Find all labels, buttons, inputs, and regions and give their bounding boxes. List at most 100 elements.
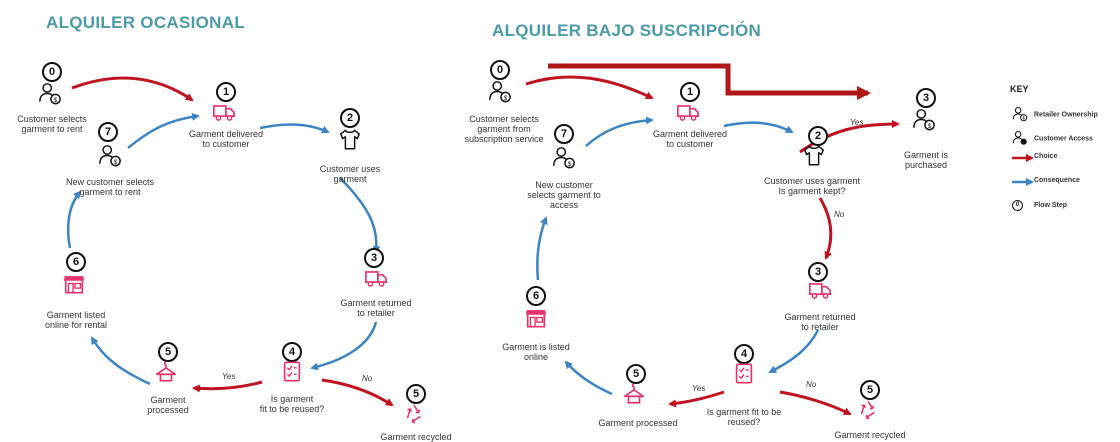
arrow-r-7-1 (585, 116, 654, 147)
key-item-choice-arrow-icon: Choice (1012, 153, 1057, 160)
consequence-arrow-icon (1012, 177, 1034, 184)
label-line: purchased (904, 160, 948, 170)
svg-text:$: $ (928, 123, 932, 130)
customer-access-icon (1012, 130, 1034, 148)
label-line: Garment (150, 395, 186, 405)
yes-label: Yes (692, 384, 706, 393)
retailer-ownership-icon: $ (1012, 106, 1034, 124)
svg-text:$: $ (114, 159, 118, 166)
delivery-truck-icon (676, 100, 700, 129)
arrow-r-6-7 (536, 216, 548, 281)
recycle-icon (856, 398, 880, 427)
key-item-label: Consequence (1034, 177, 1080, 184)
hanger-icon (622, 382, 646, 411)
flow-step-badge: 0 (1012, 200, 1034, 211)
no-label: No (834, 210, 845, 219)
left-step-2-badge: 2 (340, 108, 360, 128)
label-line: Garment recycled (380, 432, 452, 442)
key-title: KEY (1010, 84, 1029, 94)
right-step-5-badge: 5 (626, 364, 646, 384)
label-line: subscription service (464, 134, 544, 144)
key-item-label: Retailer Ownership (1034, 111, 1098, 119)
label-line: Customer uses (319, 164, 381, 174)
arrow-r-5-6 (564, 360, 613, 396)
right-step-7-label: Garment recycled (834, 430, 905, 440)
arrow-r-4-5-yes (668, 390, 725, 408)
left-step-4-badge: 4 (282, 342, 302, 362)
label-line: garment (333, 174, 367, 184)
arrow-l-3-4 (310, 321, 378, 371)
label-line: Customer selects (17, 114, 87, 124)
label-line: Garment processed (598, 418, 678, 428)
arrow-l-4-5r-no (321, 378, 394, 407)
label-line: garment to rent (79, 187, 141, 197)
delivery-truck-icon (808, 278, 832, 307)
svg-text:$: $ (568, 161, 572, 168)
svg-text:$: $ (54, 97, 58, 104)
title-alquiler-ocasional: ALQUILER OCASIONAL (46, 13, 246, 32)
arrow-l-6-7 (66, 190, 82, 249)
label-line: Is garment kept? (778, 186, 846, 196)
delivery-truck-icon (212, 100, 236, 129)
retailer-ownership-icon: $ (38, 82, 62, 111)
right-step-1-badge: 1 (680, 82, 700, 102)
label-line: Garment listed (46, 310, 106, 320)
title-alquiler-suscripcion: ALQUILER BAJO SUSCRIPCIÓN (492, 21, 762, 40)
arrow-l-0-1 (71, 76, 194, 102)
key-item-flow-step-badge: 0 Flow Step (1012, 200, 1067, 211)
right-step-4-badge: 4 (734, 344, 754, 364)
retailer-ownership-icon: $ (488, 80, 512, 109)
arrow-r-4-5r-no (779, 390, 852, 416)
key-item-label: Customer Access (1034, 135, 1093, 143)
hanger-icon (154, 360, 178, 389)
flow-step-badge-number: 0 (1012, 200, 1023, 211)
no-label: No (806, 380, 817, 389)
key-item-label: Flow Step (1034, 202, 1068, 209)
left-step-3-badge: 3 (364, 248, 384, 268)
label-line: New customer (535, 180, 593, 190)
label-line: fit to be reused? (259, 404, 325, 414)
key-item-label: Choice (1034, 153, 1058, 160)
left-step-6-label: Garment recycled (380, 432, 451, 442)
label-line: New customer selects (65, 177, 155, 187)
arrow-r-subscription (548, 63, 871, 100)
yes-label: Yes (222, 372, 236, 381)
tshirt-icon (802, 144, 826, 173)
checklist-icon (732, 362, 756, 391)
key-item-consequence-arrow-icon: Consequence (1012, 177, 1080, 184)
right-step-2-badge: 2 (808, 126, 828, 146)
arrow-r-2-3-yes (799, 120, 900, 154)
yes-label: Yes (850, 118, 864, 127)
right-step-3-badge: 3 (808, 262, 828, 282)
label-line: selects garment to (527, 190, 601, 200)
label-line: Garment is (903, 150, 949, 160)
left-step-0-badge: 0 (42, 62, 62, 82)
left-step-7-badge: 7 (98, 122, 118, 142)
label-line: Customer uses garment (763, 176, 861, 186)
label-line: garment to rent (21, 124, 83, 134)
key-item-customer-access-icon: Customer Access (1012, 130, 1093, 148)
arrow-l-7-1 (127, 112, 200, 149)
retailer-ownership-icon: $ (552, 146, 576, 175)
label-line: Garment recycled (834, 430, 906, 440)
checklist-icon (280, 360, 304, 389)
retailer-ownership-icon: $ (98, 144, 122, 173)
label-line: to customer (666, 139, 714, 149)
right-step-5-badge: 5 (860, 380, 880, 400)
label-line: access (549, 200, 579, 210)
left-step-5-badge: 5 (158, 342, 178, 362)
label-line: Garment returned (784, 312, 856, 322)
arrow-l-5-6 (90, 336, 151, 386)
tshirt-icon (338, 128, 362, 157)
left-step-5-badge: 5 (406, 384, 426, 404)
